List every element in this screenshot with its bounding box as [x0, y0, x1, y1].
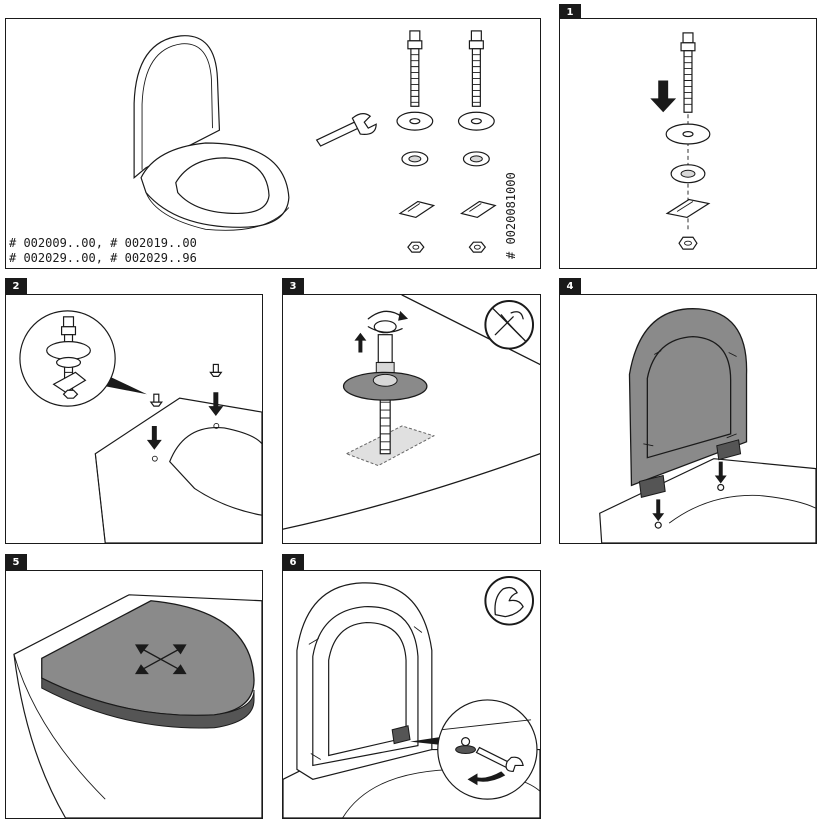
step-4-panel [559, 294, 817, 544]
step-3-panel [282, 294, 541, 544]
bolt [373, 320, 397, 455]
overview-panel: # 002009..00, # 002019..00 # 002029..00,… [5, 18, 541, 269]
washers-large [396, 111, 495, 131]
washers-small [401, 151, 490, 167]
step-1-badge: 1 [559, 4, 581, 22]
down-arrow-icon [146, 392, 224, 450]
step-3-drawing [283, 295, 540, 530]
bolt-right [468, 30, 484, 107]
anchor-plate [665, 198, 711, 219]
rotate-arrow-icon [367, 310, 409, 333]
ceramic-edge [401, 295, 540, 366]
step-6-drawing [283, 575, 540, 818]
detail-callout [19, 310, 116, 407]
seat-lid-gray [628, 308, 748, 498]
step-6-panel [282, 570, 541, 819]
bolt-left [407, 30, 423, 107]
step-1-drawing [650, 32, 711, 250]
toilet-bowl [94, 397, 262, 543]
hand-tighten-icon [484, 575, 535, 626]
no-tools-icon [484, 299, 535, 350]
step-6-badge: 6 [282, 554, 304, 572]
article-number-line-1: # 002009..00, # 002019..00 [9, 236, 197, 250]
seat-with-lid-illustration [133, 35, 290, 231]
down-arrow-icon [652, 461, 727, 522]
step-5-badge: 5 [5, 554, 27, 572]
step-4-badge: 4 [559, 278, 581, 296]
step-3-badge: 3 [282, 278, 304, 296]
push-arrows-icon [134, 644, 187, 675]
step-4-drawing [599, 308, 816, 543]
rotate-arrow-icon [467, 771, 506, 786]
step-2-panel [5, 294, 263, 544]
detail-callout [437, 699, 538, 800]
kit-number: # 0020081000 [504, 172, 518, 259]
overview-drawing [133, 30, 497, 253]
step-2-drawing [19, 310, 262, 543]
step-1-panel [559, 18, 817, 269]
up-arrow-icon [354, 332, 367, 353]
step-5-panel [5, 570, 263, 819]
open-seat-lid [296, 582, 433, 780]
step-5-drawing [13, 594, 262, 818]
article-numbers: # 002009..00, # 002019..00 # 002029..00,… [9, 236, 197, 266]
nut [678, 236, 698, 250]
callout-pointer [105, 376, 147, 395]
bolt [680, 32, 696, 113]
small-bolts [149, 363, 223, 407]
down-arrow-icon [650, 80, 677, 113]
nuts [407, 241, 487, 253]
article-number-line-2: # 002029..00, # 002029..96 [9, 251, 197, 265]
anchor-plates [398, 200, 497, 219]
toilet-rim [599, 458, 816, 543]
wrench-icon [475, 746, 524, 772]
wrench-illustration [315, 113, 377, 147]
closed-seat-gray [41, 600, 255, 729]
step-2-badge: 2 [5, 278, 27, 296]
